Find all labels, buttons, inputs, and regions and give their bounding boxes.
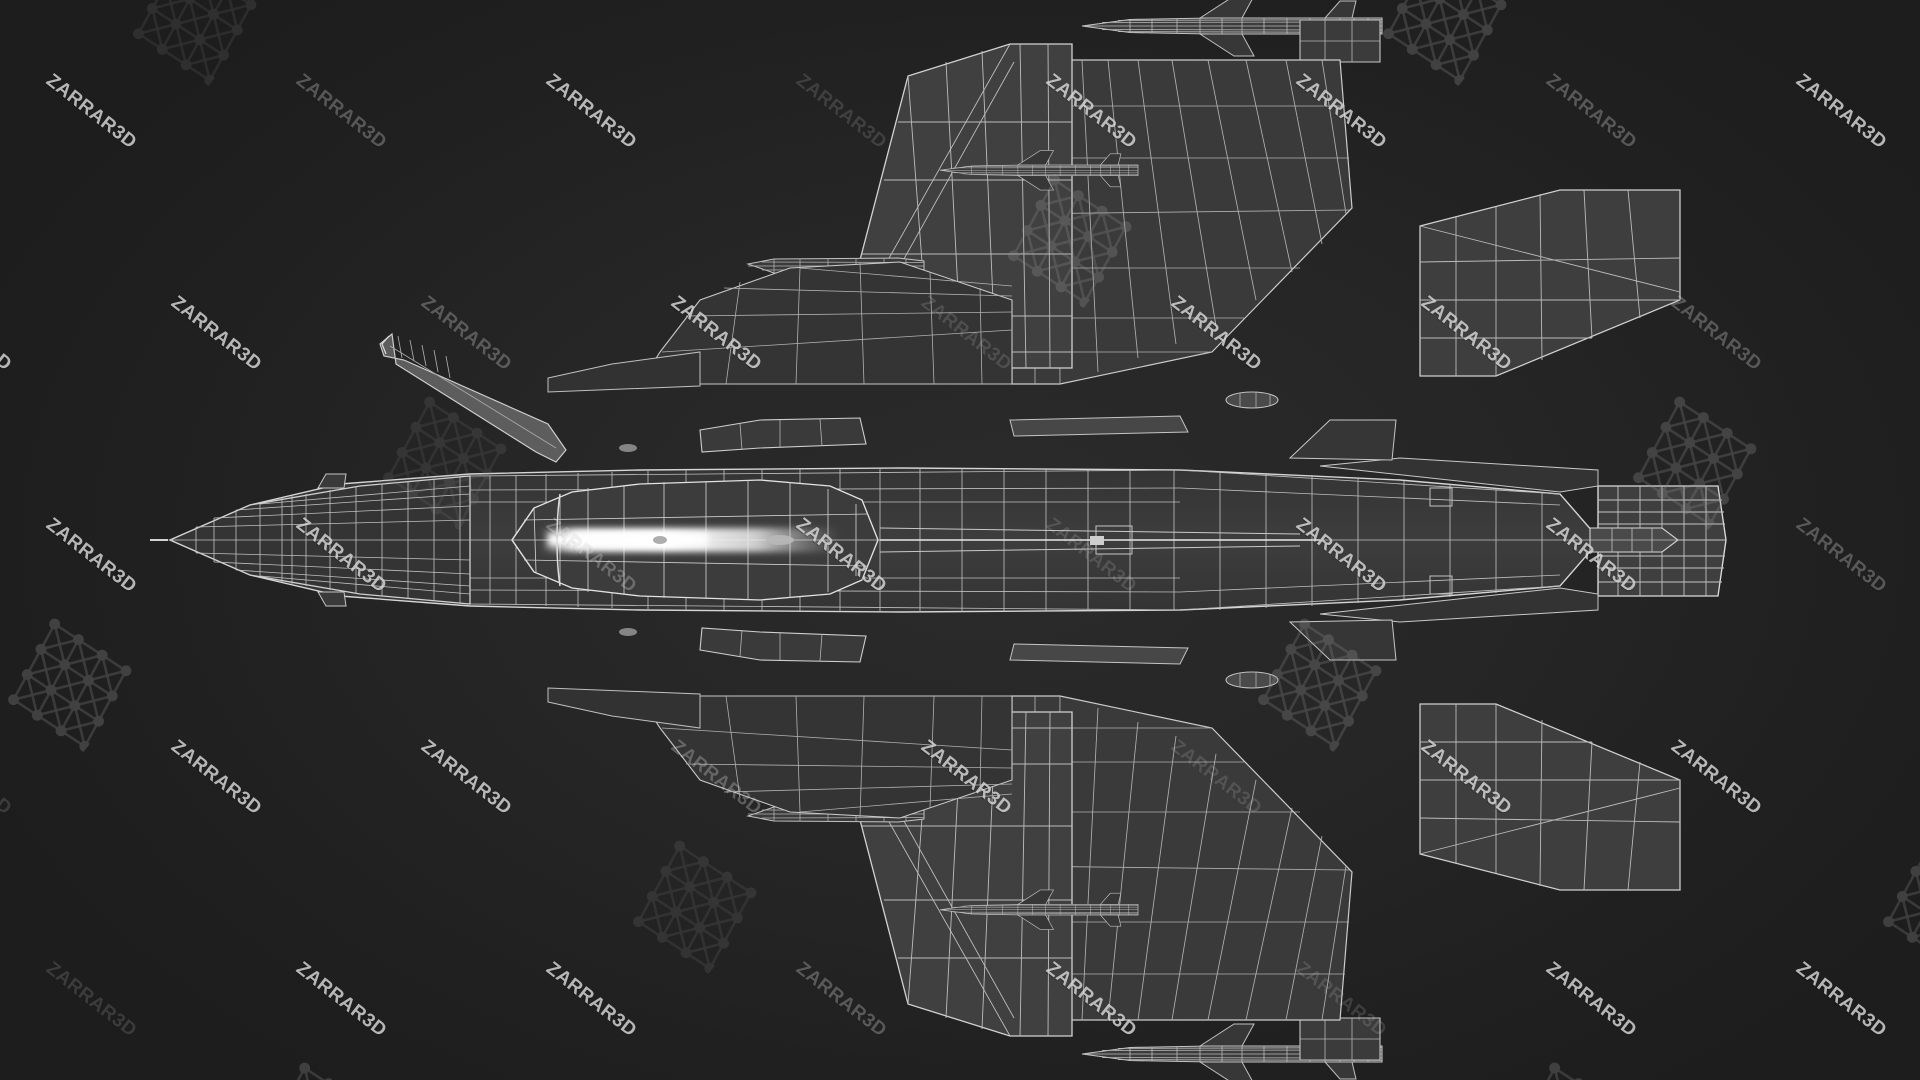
fin-root-antenna-lower (1009, 643, 1189, 665)
air-refuelling-probe (379, 332, 567, 463)
antenna-blister-nose (653, 536, 667, 544)
nose-sensor-fin-upper (317, 473, 347, 489)
right-horizontal-stabilizer (1419, 703, 1681, 891)
fuselage-access-panel-3 (1429, 575, 1453, 595)
left-horizontal-stabilizer (1419, 189, 1681, 377)
antenna-blister-lower (619, 628, 637, 636)
antenna-blister-front (766, 535, 794, 545)
tail-antenna-lower (1225, 671, 1279, 689)
nose-wireframe (170, 477, 471, 603)
nose-sensor-fin-lower (317, 591, 347, 607)
ventral-fin-right (1288, 619, 1397, 661)
dorsal-spine-right (879, 545, 1301, 553)
ventral-fin-left (1288, 419, 1397, 461)
tail-antenna-upper (1225, 391, 1279, 409)
left-air-intake (699, 417, 867, 453)
right-air-intake (699, 627, 867, 663)
antenna-blister-upper (619, 444, 637, 452)
windscreen-frame (511, 507, 535, 573)
dorsal-marker (1090, 536, 1104, 545)
right-fuselage-strake (547, 687, 701, 729)
fin-root-antenna-upper (1009, 415, 1189, 437)
dorsal-spine-left (879, 527, 1301, 535)
fuselage-access-panel-2 (1429, 487, 1453, 507)
canopy-bow (556, 493, 561, 587)
left-fuselage-strake (547, 351, 701, 393)
canopy-specular-core (548, 533, 708, 546)
